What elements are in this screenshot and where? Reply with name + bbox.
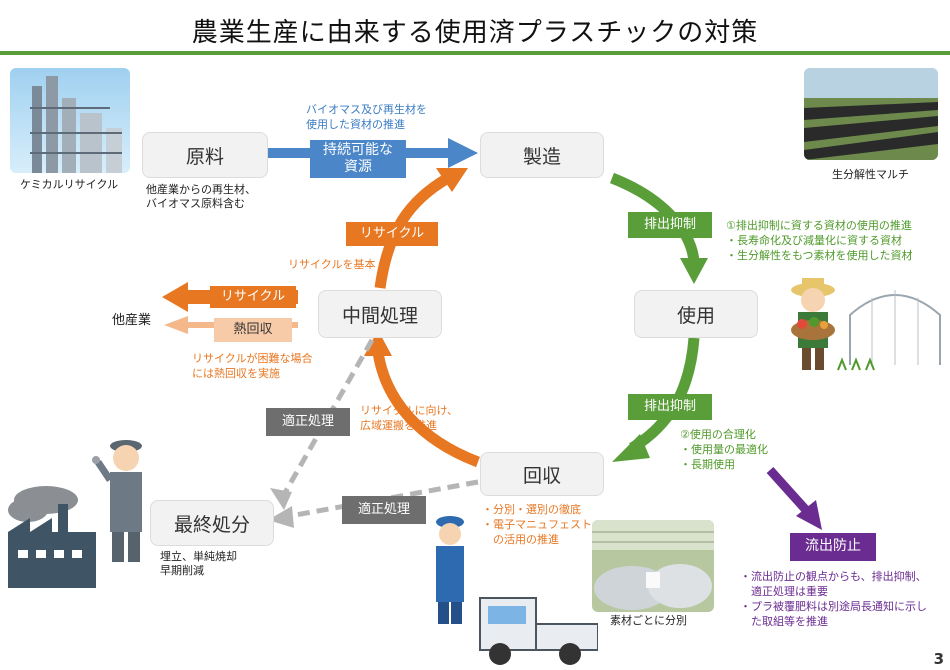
landfill-note-1: 埋立、単純焼却 xyxy=(160,550,237,563)
outflow-note-2: 適正処理は重要 xyxy=(740,585,828,598)
sort-note-3: の活用の推進 xyxy=(482,533,559,546)
heat-note-1: リサイクルが困難な場合 xyxy=(192,352,313,365)
worker-factory-icon xyxy=(8,440,142,588)
truck-icon xyxy=(436,516,599,665)
mulch-field-icon xyxy=(804,68,938,160)
page-title: 農業生産に由来する使用済プラスチックの対策 xyxy=(191,18,759,48)
arrow-collect-to-intermediate xyxy=(364,330,480,468)
sort-note-1: ・分別・選別の徹底 xyxy=(482,503,581,516)
wide-area-note-2: 広域運搬を推進 xyxy=(360,419,437,432)
factory-tower-icon xyxy=(30,76,122,173)
node-intermediate: 中間処理 xyxy=(318,290,442,338)
arrow-intermediate-to-manufacture xyxy=(374,168,468,289)
outflow-note-1: ・流出防止の観点からも、排出抑制、 xyxy=(740,570,927,583)
heat-note-2: には熱回収を実施 xyxy=(192,367,280,380)
farmer-greenhouse-icon xyxy=(791,278,941,371)
proper-treatment-tag-1: 適正処理 xyxy=(266,408,350,436)
landfill-note-2: 早期削減 xyxy=(160,564,204,577)
chemical-plant-image xyxy=(10,68,130,173)
mulch-label: 生分解性マルチ xyxy=(832,168,909,181)
node-collect: 回収 xyxy=(480,452,604,496)
per-material-label: 素材ごとに分別 xyxy=(610,614,687,627)
recycle-basic-label: リサイクルを基本 xyxy=(288,258,376,271)
use-note-2: ・使用量の最適化 xyxy=(680,443,768,456)
sustainable-line-1: 持続可能な xyxy=(323,141,393,158)
biomass-note-1: バイオマス及び再生材を xyxy=(306,103,427,116)
outflow-tag: 流出防止 xyxy=(790,533,876,561)
suppress-tag-2: 排出抑制 xyxy=(628,394,712,420)
node-final: 最終処分 xyxy=(150,500,274,546)
sort-note-2: ・電子マニュフェスト xyxy=(482,518,592,531)
worker-factory-illustration xyxy=(6,432,154,592)
sustainable-line-2: 資源 xyxy=(344,159,372,175)
chemical-recycle-label: ケミカルリサイクル xyxy=(20,178,119,191)
title-divider xyxy=(0,51,950,55)
sustainable-resource-tag: 持続可能な 資源 xyxy=(310,140,406,178)
mulch-field-image xyxy=(804,68,938,160)
node-raw: 原料 xyxy=(142,132,268,178)
recycle-tag-side: リサイクル xyxy=(210,286,296,308)
suppress-note-2: ・長寿命化及び減量化に資する資材 xyxy=(726,234,902,247)
raw-note-2: バイオマス原料含む xyxy=(146,197,245,210)
arrow-outflow xyxy=(766,466,822,530)
wide-area-note-1: リサイクルに向け、 xyxy=(360,404,458,417)
arrow-intermediate-to-final xyxy=(270,338,375,510)
heat-recovery-tag: 熱回収 xyxy=(214,318,292,342)
proper-treatment-tag-2: 適正処理 xyxy=(342,496,426,524)
node-use: 使用 xyxy=(634,290,758,338)
suppress-note-1: ①排出抑制に資する資材の使用の推進 xyxy=(726,219,912,232)
page-number: 3 xyxy=(933,650,944,668)
outflow-note-4: た取組等を推進 xyxy=(740,615,828,628)
other-industry-label: 他産業 xyxy=(112,313,152,328)
use-note-3: ・長期使用 xyxy=(680,458,735,471)
raw-note-1: 他産業からの再生材、 xyxy=(146,183,256,196)
recycle-tag-upper: リサイクル xyxy=(346,222,438,246)
node-manufacture: 製造 xyxy=(480,132,604,178)
farmer-greenhouse-illustration xyxy=(780,270,948,380)
outflow-note-3: ・プラ被覆肥料は別途局長通知に示し xyxy=(740,600,927,613)
suppress-tag-1: 排出抑制 xyxy=(628,212,712,238)
worker-truck-illustration xyxy=(430,512,599,668)
biomass-note-2: 使用した資材の推進 xyxy=(306,118,405,131)
sorted-pile-icon xyxy=(592,520,714,610)
suppress-note-3: ・生分解性をもつ素材を使用した資材 xyxy=(726,249,913,262)
sorted-material-image xyxy=(592,520,714,612)
use-note-1: ②使用の合理化 xyxy=(680,428,756,441)
